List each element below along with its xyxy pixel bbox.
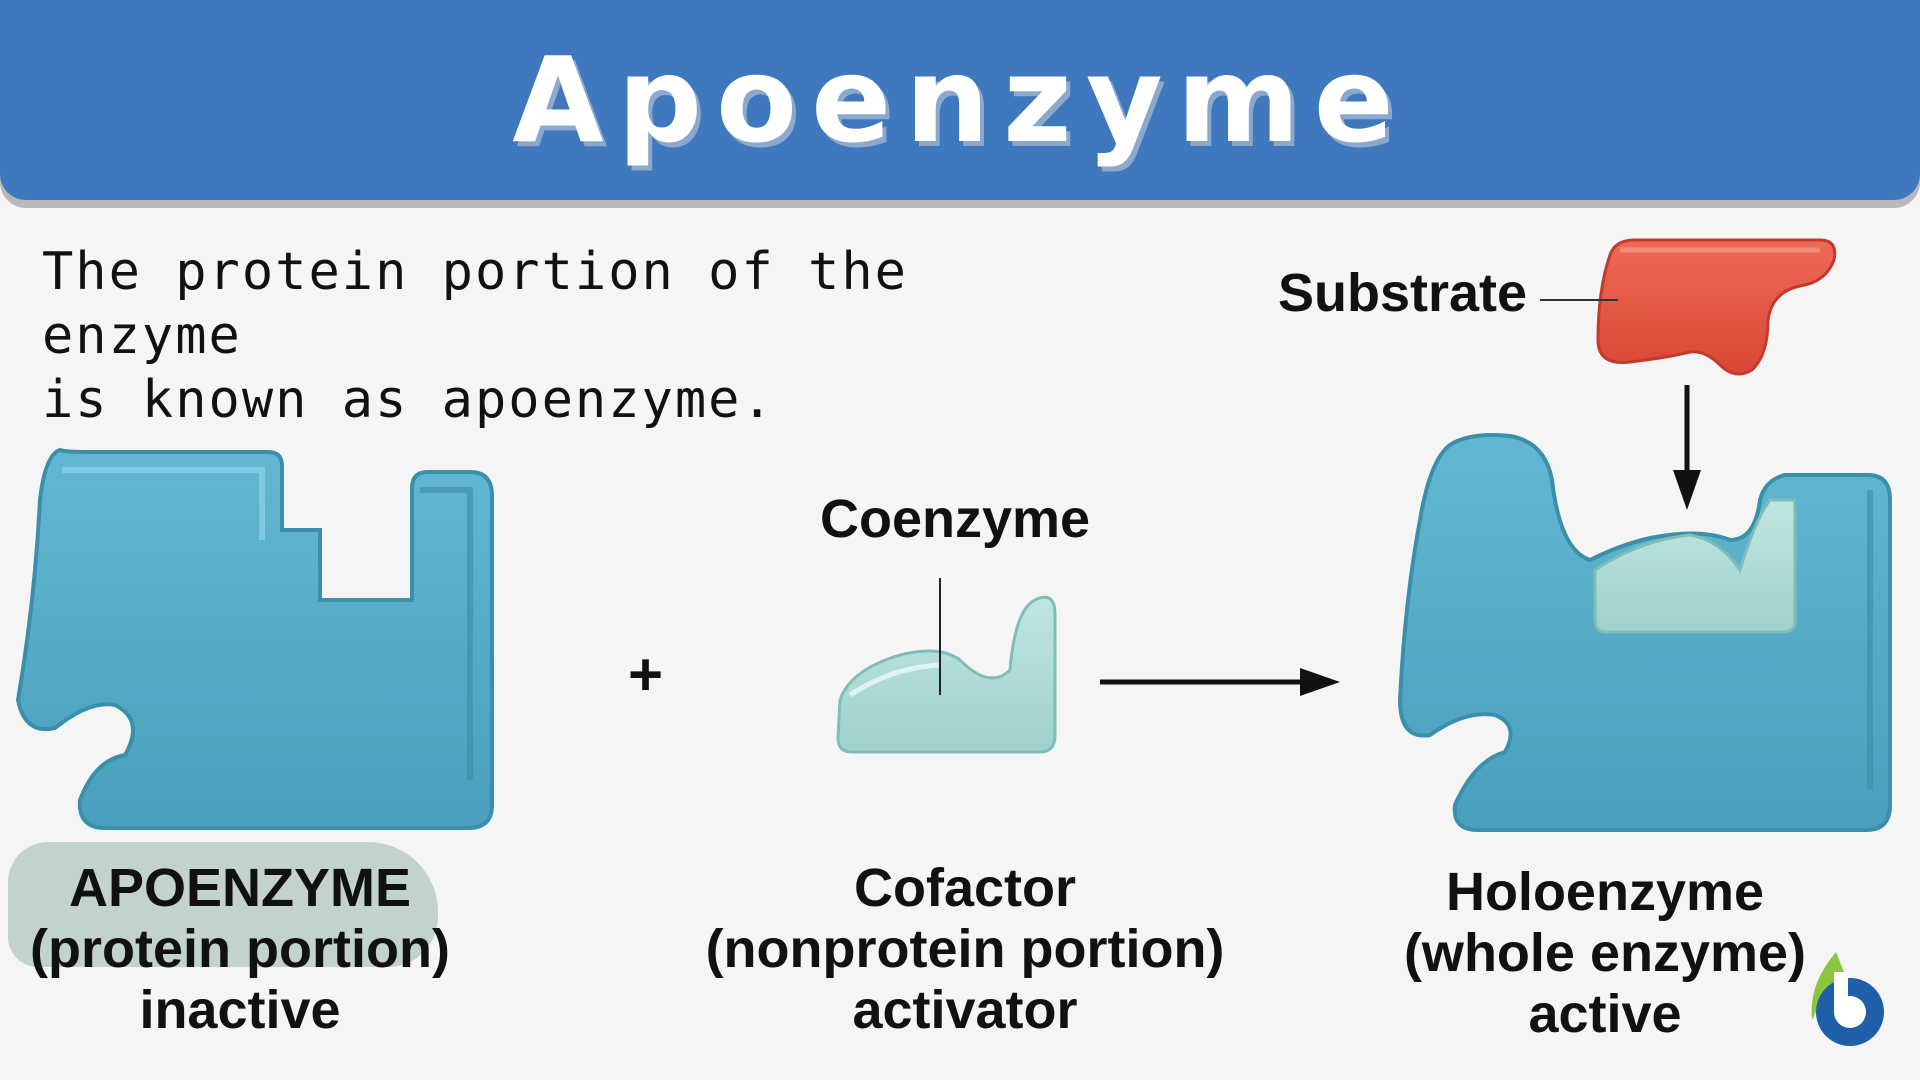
header-banner: Apoenzyme <box>0 0 1920 200</box>
cofactor-label-state: activator <box>852 980 1078 1040</box>
apoenzyme-label-state: inactive <box>139 980 341 1040</box>
cofactor-label-description: (nonprotein portion) <box>705 919 1225 979</box>
holoenzyme-label-description: (whole enzyme) <box>1403 923 1807 983</box>
apoenzyme-label-title: APOENZYME <box>68 858 412 918</box>
substrate-arrow <box>1673 385 1701 510</box>
definition-line-1: The protein portion of the enzyme <box>42 242 908 366</box>
holoenzyme-label: Holoenzyme (whole enzyme) active <box>1380 862 1830 1045</box>
substrate-shape <box>1540 238 1837 376</box>
apoenzyme-label-highlight <box>8 842 438 967</box>
holoenzyme-label-title: Holoenzyme <box>1445 862 1765 922</box>
apoenzyme-label-description: (protein portion) <box>30 919 450 979</box>
coenzyme-callout: Coenzyme <box>820 489 1091 549</box>
substrate-callout: Substrate <box>1278 263 1528 323</box>
plus-sign: + <box>628 641 664 708</box>
apoenzyme-label: APOENZYME (protein portion) inactive <box>20 858 460 1041</box>
biology-online-logo-icon <box>1811 952 1884 1046</box>
cofactor-label: Cofactor (nonprotein portion) activator <box>680 858 1250 1041</box>
apoenzyme-shape <box>15 447 494 830</box>
holoenzyme-label-state: active <box>1528 984 1682 1044</box>
cofactor-label-title: Cofactor <box>853 858 1076 918</box>
definition-line-2: is known as apoenzyme. <box>42 370 775 430</box>
definition-text: The protein portion of the enzyme is kno… <box>42 240 1042 432</box>
coenzyme-shape <box>836 578 1057 754</box>
page-title: Apoenzyme <box>512 31 1408 169</box>
holoenzyme-shape <box>1397 433 1892 832</box>
reaction-arrow <box>1100 668 1340 696</box>
